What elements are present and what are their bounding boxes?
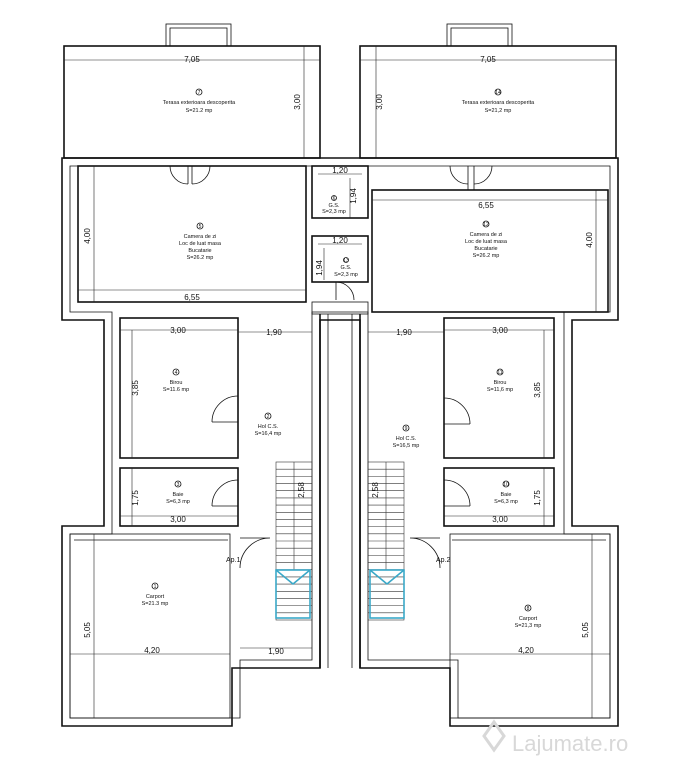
dim-bath-height-left: 1,75 [131,490,140,506]
room-name: Terasa exterioara descoperita [462,100,535,106]
apartment-label-left: Ap.1 [226,557,241,564]
dim-bath-height-right: 1,75 [533,490,542,506]
room-number: 4 [175,370,178,376]
room-number: 2 [267,414,270,420]
room-name-line3: Bucatarie [188,248,211,254]
dim-hall-width-right: 1,90 [396,328,412,337]
dim-wc-height: 1,94 [349,188,358,204]
room-area: S=2,3 mp [322,209,346,215]
room-area: S=21,2 mp [485,108,512,114]
dim-terrace-width-left: 7,05 [184,55,200,64]
dim-entry-width: 1,90 [268,647,284,656]
dim-bath-width-left: 3,00 [170,515,186,524]
room-area: S=6,3 mp [494,499,518,505]
stairs-right: 2,58 [367,461,405,621]
dim-office-height-left: 3,85 [131,380,140,396]
dim-day-height-left: 4,00 [83,228,92,244]
room-number: 9 [405,426,408,432]
carport-left: 5,05 4,20 1 Carport S=21.3 mp Ap.1 1,90 [69,533,312,719]
room-area: S=2,3 mp [334,272,358,278]
room-number: 7 [198,90,201,96]
room-number: 3 [177,482,180,488]
day-room-right: 4,00 6,55 12 Camera de zi Loc de luat ma… [371,165,609,313]
room-area: S=16,5 mp [393,443,420,449]
dim-office-width-right: 3,00 [492,326,508,335]
dim-stair-right: 2,58 [371,482,380,498]
dim-office-height-right: 3,85 [533,382,542,398]
stairs-left: 2,58 [275,461,313,621]
room-area: S=21,3 mp [515,623,542,629]
dim-office-width-left: 3,00 [170,326,186,335]
room-number: 6 [333,196,336,202]
room-area: S=26.2 mp [473,253,500,259]
room-number: 5 [199,224,202,230]
room-name: Baie [500,492,511,498]
dim-carport-height-right: 5,05 [581,622,590,638]
room-number: 1 [154,584,157,590]
room-area: S=21.2 mp [186,108,213,114]
dim-closet-height: 1,94 [315,260,324,276]
hall-left: 1,90 2 Hol C.S. S=16,4 mp [238,328,312,437]
room-name: Birou [170,380,183,386]
watermark-text: Lajumate.ro [512,731,628,756]
dim-closet-width: 1,20 [332,236,348,245]
room-name: Carport [146,594,165,600]
room-name-line1: Camera de zi [184,234,217,240]
room-area: S=11.6 mp [163,387,189,393]
dim-terrace-depth-right: 3,00 [375,94,384,110]
watermark-logo-icon [482,719,506,753]
office-right: 3,00 3,85 11 Birou S=11,6 mp [443,317,555,459]
room-area: S=11,6 mp [487,387,513,393]
room-number: 13 [343,258,349,264]
dim-wc-width: 1,20 [332,166,348,175]
dim-bath-width-right: 3,00 [492,515,508,524]
dim-stair-left: 2,58 [297,482,306,498]
day-room-left: 4,00 6,55 5 Camera de zi Loc de luat mas… [77,165,307,303]
room-name: G.S. [328,203,339,209]
room-name: Terasa exterioara descoperita [163,100,236,106]
dim-terrace-width-right: 7,05 [480,55,496,64]
terrace-right: 7,05 3,00 14 Terasa exterioara descoperi… [359,23,617,159]
room-name: Carport [519,616,538,622]
bath-right: 1,75 3,00 10 Baie S=6,3 mp [443,467,555,527]
watermark: Lajumate.ro [482,719,628,756]
office-left: 3,00 3,85 4 Birou S=11.6 mp [119,317,239,459]
room-name: Baie [172,492,183,498]
dim-day-width-right: 6,55 [478,201,494,210]
room-name-line3: Bucatarie [474,246,497,252]
room-area: S=16,4 mp [255,431,282,437]
dim-carport-width-left: 4,20 [144,646,160,655]
room-name: Hol C.S. [396,436,417,442]
dim-carport-height-left: 5,05 [83,622,92,638]
terrace-left: 7,05 3,00 7 Terasa exterioara descoperit… [63,23,321,159]
wc-room: 1,20 1,94 6 G.S. S=2,3 mp [311,165,369,219]
room-number: 14 [495,90,501,96]
dim-day-height-right: 4,00 [585,232,594,248]
room-name-line2: Loc de luat masa [179,241,222,247]
room-name: Hol C.S. [258,424,279,430]
room-number: 11 [497,370,502,376]
room-name-line2: Loc de luat masa [465,239,508,245]
bath-left: 1,75 3,00 3 Baie S=6,3 mp [119,467,239,527]
room-name-line1: Camera de zi [470,232,503,238]
dim-terrace-depth-left: 3,00 [293,94,302,110]
room-name: G.S. [340,265,351,271]
party-wall [311,301,369,668]
hall-right: 1,90 9 Hol C.S. S=16,5 mp [368,328,444,449]
room-name: Birou [494,380,507,386]
room-area: S=6,3 mp [166,499,190,505]
dim-hall-width-left: 1,90 [266,328,282,337]
dim-day-width-left: 6,55 [184,293,200,302]
closet-room: 1,20 1,94 13 G.S. S=2,3 mp [311,235,369,301]
room-number: 12 [483,222,489,228]
carport-right: 5,05 4,20 8 Carport S=21,3 mp Ap.2 [409,533,611,719]
dim-carport-width-right: 4,20 [518,646,534,655]
room-number: 8 [527,606,530,612]
room-number: 10 [503,482,509,488]
apartment-label-right: Ap.2 [436,557,451,564]
room-area: S=26.2 mp [187,255,214,261]
room-area: S=21.3 mp [142,601,169,607]
